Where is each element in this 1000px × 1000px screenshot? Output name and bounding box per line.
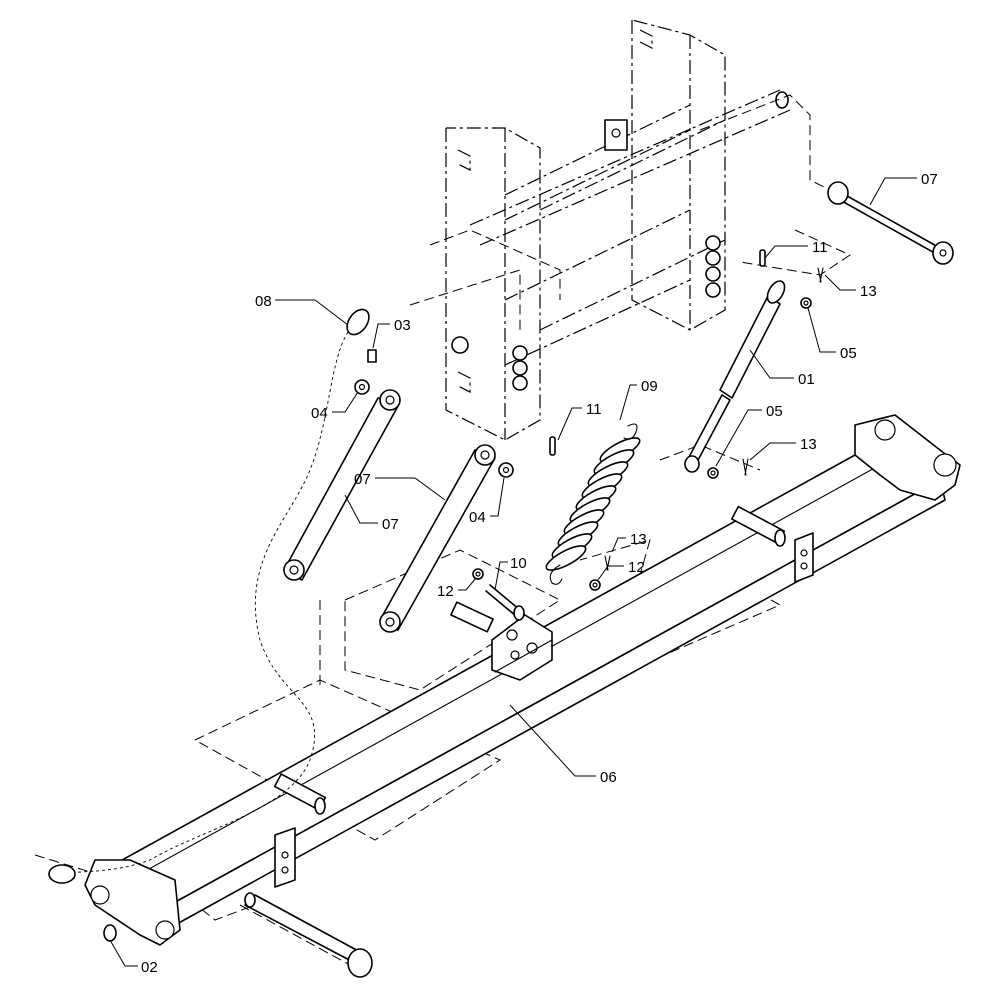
main-beam-06	[84, 414, 961, 946]
label-08: 08	[255, 293, 272, 310]
callout-leaders	[109, 177, 917, 967]
link-07-top	[827, 181, 954, 265]
tension-spring-09	[545, 423, 641, 585]
nut-02	[103, 924, 117, 942]
label-04-mid: 04	[469, 509, 486, 526]
cable-08	[48, 308, 370, 884]
label-11-top: 11	[812, 239, 828, 256]
link-07-mid	[379, 444, 496, 633]
label-06: 06	[600, 769, 617, 786]
lower-pin	[244, 892, 373, 978]
label-13-top: 13	[860, 283, 877, 300]
label-12-right: 12	[628, 559, 645, 576]
label-04-left: 04	[311, 405, 328, 422]
link-07-left	[283, 389, 401, 581]
mounting-frame-phantom	[445, 19, 791, 441]
label-10: 10	[510, 555, 527, 572]
label-13-mid: 13	[630, 531, 647, 548]
label-01: 01	[798, 371, 815, 388]
label-03: 03	[394, 317, 411, 334]
label-05-top: 05	[840, 345, 857, 362]
label-07-top: 07	[921, 171, 938, 188]
gas-spring-01	[684, 280, 786, 473]
label-07-left: 07	[354, 471, 371, 488]
label-07-mid: 07	[382, 516, 399, 533]
label-13-right: 13	[800, 436, 817, 453]
label-05-mid: 05	[766, 403, 783, 420]
washers-and-pins	[354, 249, 824, 633]
label-09: 09	[641, 378, 658, 395]
callout-labels: 07 11 13 05 01 08 03 04 09 11 05 13 07 0…	[141, 171, 938, 976]
label-02: 02	[141, 959, 158, 976]
label-12-left: 12	[437, 583, 454, 600]
adjustment-holes	[512, 235, 721, 391]
label-11-mid: 11	[586, 401, 602, 418]
